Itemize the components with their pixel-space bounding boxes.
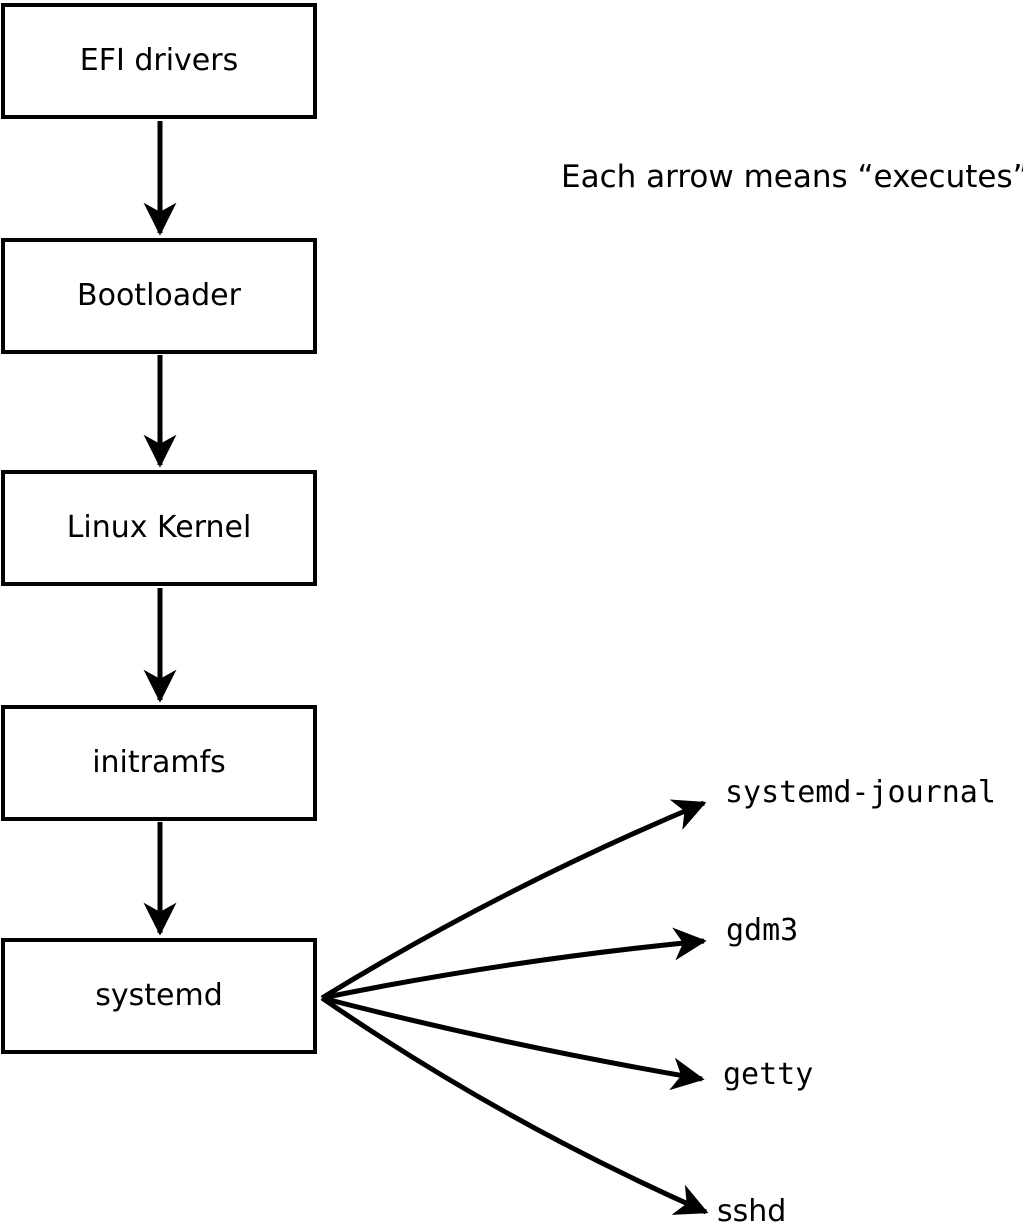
- node-initramfs: initramfs: [1, 705, 317, 821]
- node-systemd-label: systemd: [95, 978, 223, 1013]
- label-systemd-journal: systemd-journal: [725, 775, 996, 810]
- node-bootloader-label: Bootloader: [77, 278, 241, 313]
- node-initramfs-label: initramfs: [92, 745, 226, 780]
- arrow-systemd-to-journal: [320, 799, 707, 1001]
- label-sshd: sshd: [717, 1194, 787, 1229]
- node-bootloader: Bootloader: [1, 238, 317, 354]
- node-systemd: systemd: [1, 938, 317, 1054]
- arrow-systemd-to-sshd: [320, 995, 709, 1215]
- node-linux-kernel: Linux Kernel: [1, 470, 317, 586]
- arrow-systemd-to-getty: [321, 995, 705, 1091]
- node-linux-kernel-label: Linux Kernel: [66, 510, 252, 545]
- node-efi-drivers-label: EFI drivers: [79, 43, 239, 78]
- label-gdm3: gdm3: [726, 913, 799, 948]
- node-efi-drivers: EFI drivers: [1, 3, 317, 119]
- legend-caption: Each arrow means “executes”.: [561, 159, 1023, 195]
- arrow-systemd-to-gdm3: [321, 927, 707, 1001]
- label-getty: getty: [723, 1057, 814, 1092]
